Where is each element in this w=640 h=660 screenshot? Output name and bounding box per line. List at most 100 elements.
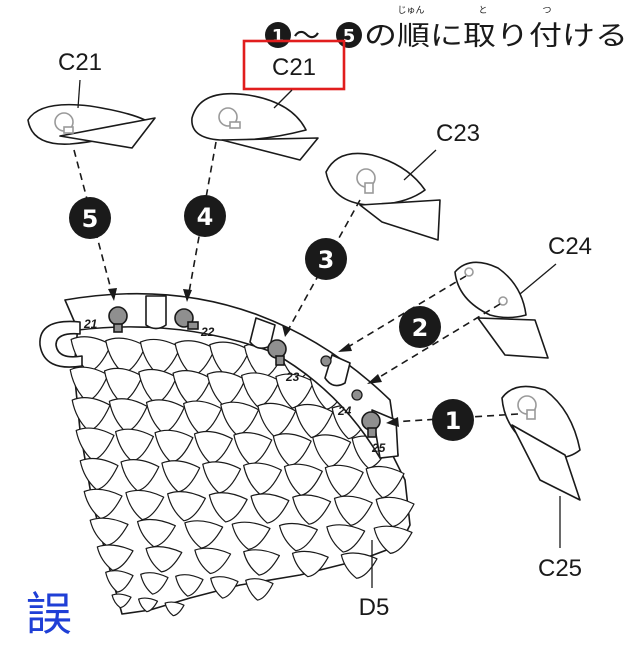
- part-c21-left: [27, 103, 156, 149]
- svg-text:2: 2: [412, 314, 429, 342]
- wing-feather-layers: [69, 336, 415, 617]
- callout-c25: C25: [538, 555, 582, 582]
- feather-scale: [326, 524, 366, 553]
- feather-scale: [111, 593, 132, 609]
- step-badge-1: 1: [432, 399, 474, 441]
- feather-scale: [292, 494, 332, 525]
- peg-number-21: 21: [83, 317, 98, 331]
- feather-scale: [164, 601, 185, 617]
- feather-scale: [193, 430, 233, 465]
- step-badge-2: 2: [399, 306, 441, 348]
- feather-scale: [194, 547, 232, 575]
- feather-scale: [243, 549, 280, 576]
- feather-scale: [105, 570, 134, 593]
- c24-outline: [454, 261, 527, 319]
- callout-c23: C23: [436, 120, 480, 147]
- feather-scale: [291, 550, 329, 578]
- feather-scale: [183, 400, 223, 435]
- feather-scale: [79, 457, 119, 491]
- feather-scale: [278, 522, 318, 552]
- feather-scale: [208, 492, 248, 523]
- feather-scale: [206, 371, 246, 407]
- c21-center-blade: [221, 137, 319, 161]
- part-c24: [454, 261, 549, 359]
- svg-text:1: 1: [445, 407, 462, 435]
- feather-scale: [174, 340, 216, 377]
- c21-center-outline: [191, 92, 307, 142]
- feather-scale: [245, 578, 274, 601]
- callout-c21-left: C21: [58, 49, 102, 76]
- title-ruby-tsu: つ: [542, 6, 551, 16]
- feather-scale: [340, 552, 378, 579]
- feather-scale: [294, 403, 334, 439]
- feather-scale: [167, 491, 207, 522]
- feather-scale: [231, 521, 271, 550]
- rail-notch-1: [145, 295, 167, 330]
- step-badges: 5 4 3 2 1: [69, 195, 474, 441]
- step-badge-5: 5: [69, 197, 111, 239]
- feather-scale: [96, 544, 134, 571]
- feather-scale: [175, 574, 204, 597]
- feather-scale: [373, 525, 413, 554]
- title-ruby-to: と: [478, 5, 487, 16]
- callout-d5: D5: [359, 594, 390, 621]
- feather-scale: [120, 459, 160, 492]
- feather-scale: [184, 520, 224, 549]
- highlight-box: [242, 39, 346, 91]
- c24-socket-lower: [498, 296, 508, 306]
- feather-scale: [210, 576, 239, 599]
- feather-scale: [105, 337, 147, 374]
- feather-scale: [275, 373, 315, 409]
- title-range-mark: 〜: [293, 21, 320, 52]
- step-badge-4: 4: [184, 195, 226, 237]
- feather-scale: [69, 366, 109, 402]
- part-c23: [325, 152, 441, 241]
- feather-scale: [333, 495, 373, 526]
- feather-scale: [108, 398, 148, 433]
- wing-part-d5: [69, 324, 415, 617]
- peg-number-25: 25: [371, 441, 386, 455]
- feather-scale: [272, 433, 312, 467]
- c25-blade: [511, 424, 581, 501]
- feather-scale: [75, 427, 115, 461]
- rail-left-clip: [39, 320, 83, 368]
- feather-scale: [145, 399, 185, 434]
- feather-scale: [103, 367, 143, 403]
- callout-c24: C24: [548, 233, 592, 260]
- feather-scale: [220, 401, 260, 436]
- feather-scale: [140, 572, 169, 595]
- feather-scale: [115, 428, 155, 462]
- feather-scale: [365, 465, 405, 499]
- peg-number-24: 24: [337, 404, 352, 418]
- title-step-from: 1: [272, 26, 285, 47]
- feather-scale: [83, 488, 123, 520]
- part-c21-center: [191, 92, 319, 161]
- feather-scale: [154, 429, 194, 464]
- guide-step-4: [187, 141, 217, 299]
- c21-left-blade: [59, 117, 156, 149]
- feather-scale: [125, 489, 165, 521]
- feather-scale: [324, 464, 364, 498]
- error-mark: 誤: [26, 587, 72, 641]
- c24-blade: [477, 317, 549, 359]
- peg-22: 22: [174, 308, 215, 339]
- feather-scale: [283, 463, 323, 496]
- feather-scale: [202, 461, 242, 494]
- step-badge-3: 3: [305, 238, 347, 280]
- c23-blade: [359, 199, 441, 241]
- callout-labels: C21 C21 C23 C24 C25 D5: [58, 39, 592, 621]
- feather-scale: [71, 397, 111, 432]
- title-text: の順に取り付ける: [364, 21, 628, 52]
- peg-number-23: 23: [285, 370, 300, 384]
- feather-scale: [139, 338, 181, 376]
- feather-scale: [138, 368, 178, 405]
- feather-scale: [136, 518, 176, 548]
- peg-number-22: 22: [200, 325, 215, 339]
- feather-scale: [161, 460, 201, 493]
- feather-scale: [209, 341, 251, 378]
- feather-scale: [375, 496, 415, 528]
- feather-scale: [241, 372, 281, 408]
- rail-pegs: 21 22 23 24 25: [83, 306, 386, 455]
- part-c25: [501, 385, 581, 501]
